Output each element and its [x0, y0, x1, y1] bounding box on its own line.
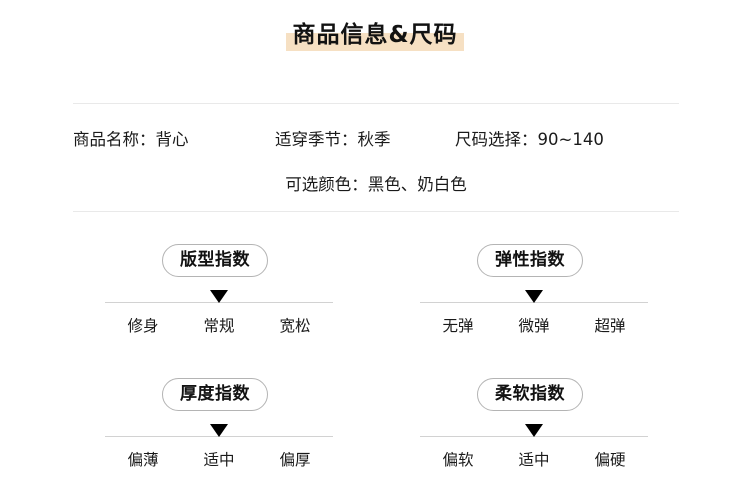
product-info-row-1: 商品名称：背心 适穿季节：秋季 尺码选择：90~140 [73, 128, 679, 152]
product-name-label: 商品名称： [73, 130, 156, 149]
index-scale-elasticity[interactable]: 无弹 微弹 超弹 [420, 290, 648, 337]
scale-ticks: 无弹 微弹 超弹 [420, 315, 648, 337]
scale-marker [525, 424, 543, 437]
scale-marker [210, 424, 228, 437]
index-scale-fit[interactable]: 修身 常规 宽松 [105, 290, 333, 337]
divider-bottom [73, 211, 679, 212]
scale-tick: 宽松 [279, 317, 311, 335]
scale-ticks: 修身 常规 宽松 [105, 315, 333, 337]
scale-track [420, 290, 648, 303]
scale-marker [210, 290, 228, 303]
product-info-row-2: 可选颜色：黑色、奶白色 [73, 173, 679, 197]
size-range-item: 尺码选择：90~140 [455, 128, 604, 152]
scale-track [105, 290, 333, 303]
index-scale-softness[interactable]: 偏软 适中 偏硬 [420, 424, 648, 471]
index-cell-softness: 柔软指数 偏软 适中 偏硬 [375, 370, 685, 490]
color-options-label: 可选颜色： [285, 175, 368, 194]
size-range-label: 尺码选择： [455, 130, 538, 149]
season-label: 适穿季节： [275, 130, 358, 149]
scale-tick: 修身 [127, 317, 159, 335]
divider-top [73, 103, 679, 104]
product-name-item: 商品名称：背心 [73, 128, 189, 152]
scale-tick: 偏软 [442, 451, 474, 469]
scale-tick: 常规 [203, 317, 235, 335]
product-name-value: 背心 [155, 130, 189, 149]
index-grid: 版型指数 修身 常规 宽松 弹性指数 无弹 微弹 [0, 236, 750, 494]
season-item: 适穿季节：秋季 [275, 128, 391, 152]
page-title-container: 商品信息&尺码 [0, 20, 750, 51]
title-highlight-band [286, 33, 464, 51]
scale-tick: 无弹 [442, 317, 474, 335]
scale-ticks: 偏薄 适中 偏厚 [105, 449, 333, 471]
scale-ticks: 偏软 适中 偏硬 [420, 449, 648, 471]
index-title-softness: 柔软指数 [477, 378, 583, 411]
index-scale-thickness[interactable]: 偏薄 适中 偏厚 [105, 424, 333, 471]
size-range-value: 90~140 [537, 130, 604, 149]
index-cell-elasticity: 弹性指数 无弹 微弹 超弹 [375, 236, 685, 356]
scale-tick: 超弹 [594, 317, 626, 335]
color-options-item: 可选颜色：黑色、奶白色 [285, 173, 467, 197]
scale-track [105, 424, 333, 437]
scale-tick: 偏硬 [594, 451, 626, 469]
scale-tick: 偏薄 [127, 451, 159, 469]
scale-tick: 适中 [203, 451, 235, 469]
page-title-text: 商品信息&尺码 [292, 22, 458, 48]
scale-tick: 微弹 [518, 317, 550, 335]
index-cell-thickness: 厚度指数 偏薄 适中 偏厚 [60, 370, 370, 490]
index-title-elasticity: 弹性指数 [477, 244, 583, 277]
color-options-value: 黑色、奶白色 [367, 175, 467, 194]
index-cell-fit: 版型指数 修身 常规 宽松 [60, 236, 370, 356]
index-title-fit: 版型指数 [162, 244, 268, 277]
scale-tick: 适中 [518, 451, 550, 469]
scale-marker [525, 290, 543, 303]
page-title: 商品信息&尺码 [286, 20, 464, 51]
scale-track [420, 424, 648, 437]
index-title-thickness: 厚度指数 [162, 378, 268, 411]
season-value: 秋季 [357, 130, 391, 149]
scale-tick: 偏厚 [279, 451, 311, 469]
